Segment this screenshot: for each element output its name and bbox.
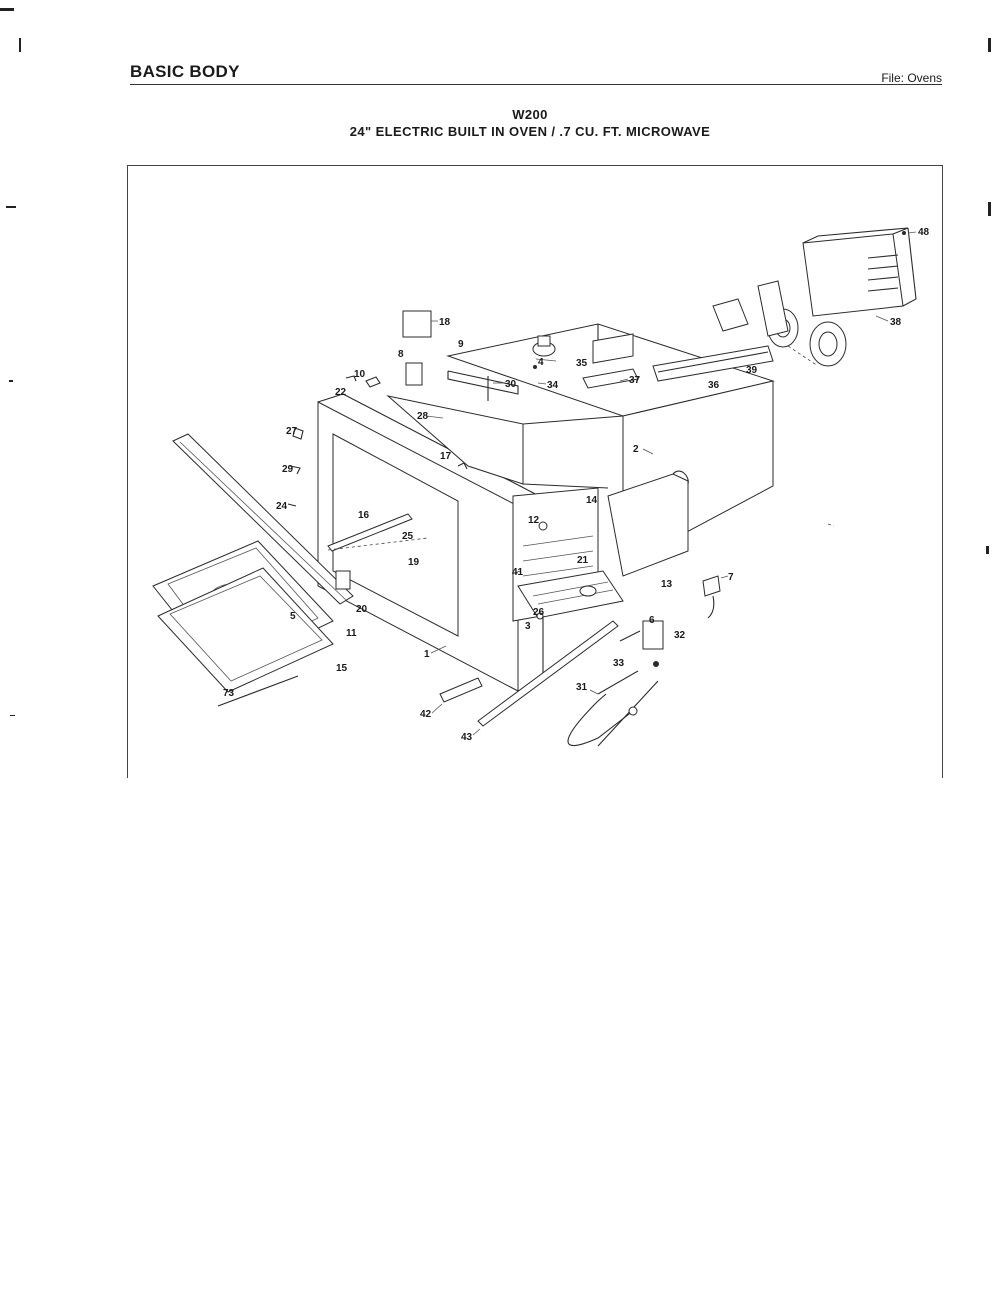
part-label: 9 (458, 339, 464, 350)
part-label: 1 (424, 649, 430, 660)
part-label: 27 (286, 426, 298, 437)
part-label: 18 (439, 317, 451, 328)
door-panels (152, 540, 351, 707)
small-hardware (287, 365, 548, 620)
part-label: 39 (746, 365, 758, 376)
section-title: BASIC BODY (130, 62, 240, 81)
part-label: 19 (408, 557, 420, 568)
diagram-frame: 48 18 9 35 4 8 10 30 34 37 36 38 39 22 2… (127, 165, 943, 778)
side-panel (607, 470, 689, 577)
part-label: 35 (576, 358, 588, 369)
part-label: 41 (512, 567, 524, 578)
part-callouts: 48 18 9 35 4 8 10 30 34 37 36 38 39 22 2… (223, 227, 930, 743)
part-label: 38 (890, 317, 902, 328)
model-description: 24" ELECTRIC BUILT IN OVEN / .7 CU. FT. … (349, 124, 711, 139)
header-rule (130, 84, 942, 85)
bottom-rails (439, 620, 619, 727)
scan-mark (10, 715, 15, 716)
shelf-rail (327, 513, 429, 552)
scan-mark (988, 38, 991, 52)
scan-mark (0, 8, 14, 11)
part-label: 28 (417, 411, 429, 422)
part-label: 42 (420, 709, 432, 720)
scan-mark (988, 202, 991, 216)
part-label: 8 (398, 349, 404, 360)
part-label: 20 (356, 604, 368, 615)
top-components (402, 310, 774, 401)
part-label: 33 (613, 658, 625, 669)
part-label: 32 (674, 630, 686, 641)
part-label: 24 (276, 501, 288, 512)
part-label: 17 (440, 451, 452, 462)
trim-bar (172, 433, 354, 605)
part-label: 37 (629, 375, 641, 386)
scan-mark (6, 206, 16, 208)
floor-element (517, 570, 624, 619)
scan-mark (19, 38, 21, 52)
part-label: 21 (577, 555, 589, 566)
part-label: 4 (538, 357, 544, 368)
part-label: 7 (728, 572, 734, 583)
part-label: 6 (649, 615, 655, 626)
part-label: 10 (354, 369, 366, 380)
part-label: 31 (576, 682, 588, 693)
part-label: 16 (358, 510, 370, 521)
part-label: 48 (918, 227, 930, 238)
part-label: 15 (336, 663, 348, 674)
part-label: 14 (586, 495, 598, 506)
scan-mark (9, 380, 13, 382)
part-label: 13 (661, 579, 673, 590)
sensor-parts (567, 523, 835, 747)
part-label: 30 (505, 379, 517, 390)
part-label: 2 (633, 444, 639, 455)
part-label: 36 (708, 380, 720, 391)
exploded-parts-diagram: 48 18 9 35 4 8 10 30 34 37 36 38 39 22 2… (152, 227, 930, 747)
part-label: 34 (547, 380, 559, 391)
part-label: 26 (533, 607, 545, 618)
part-label: 22 (335, 387, 347, 398)
part-label: 25 (402, 531, 414, 542)
part-label: 73 (223, 688, 235, 699)
part-label: 11 (346, 628, 357, 639)
part-label: 29 (282, 464, 294, 475)
part-label: 43 (461, 732, 473, 743)
fan-assembly (712, 227, 917, 367)
part-label: 3 (525, 621, 531, 632)
part-label: 12 (528, 515, 540, 526)
part-label: 5 (290, 611, 296, 622)
model-code: W200 (512, 107, 548, 122)
file-label: File: Ovens (881, 71, 942, 85)
scan-mark (986, 546, 989, 554)
